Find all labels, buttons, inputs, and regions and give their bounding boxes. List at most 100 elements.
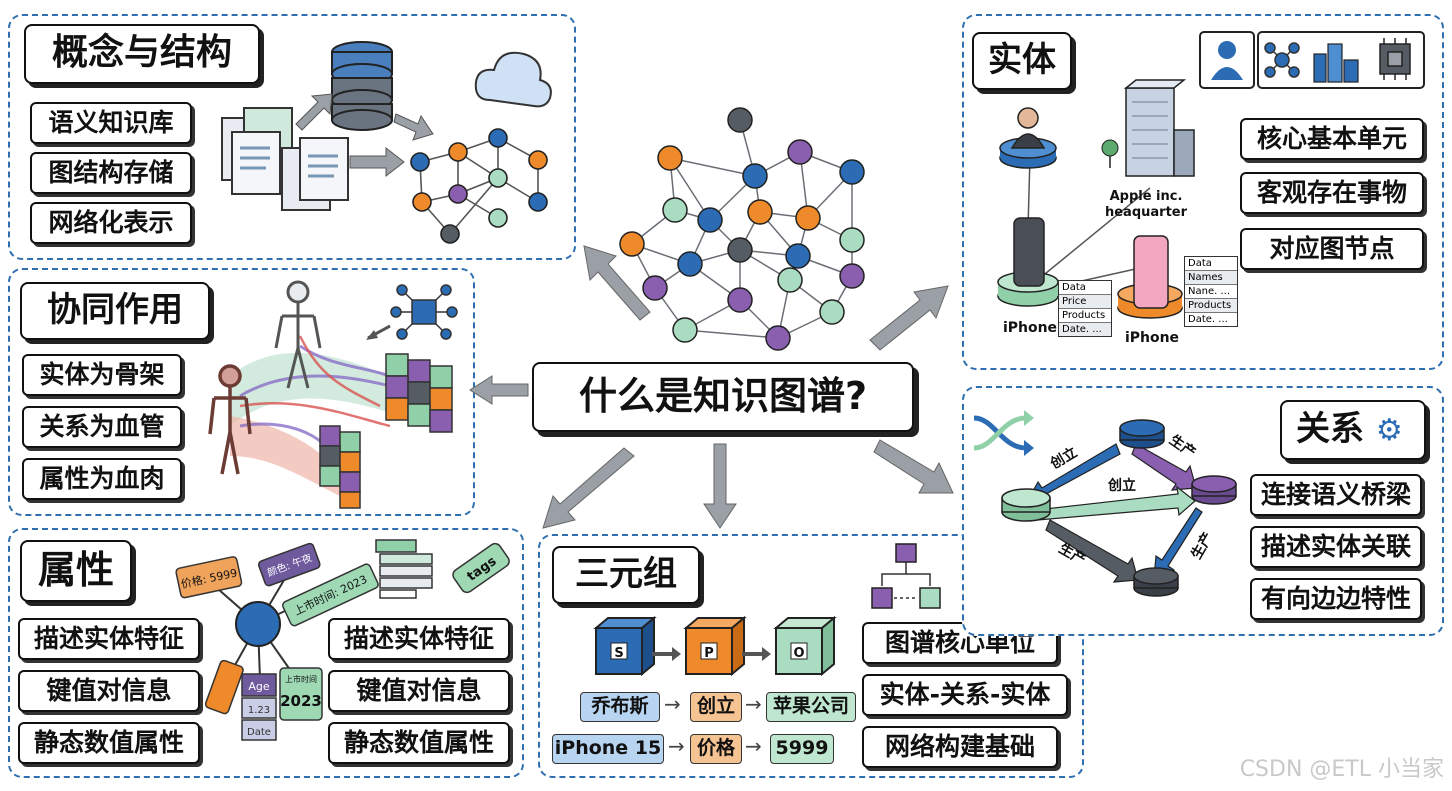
date-label: Date [247, 727, 271, 738]
relation-title: 关系 ⚙ [1280, 400, 1426, 460]
attribute-illustration: 价格: 5999 颜色: 午夜 上市时间: 2023 tags Age 1.23… [175, 539, 510, 741]
graph-node [747, 199, 773, 225]
database-icon [331, 41, 393, 131]
triple-tag-3: 网络构建基础 [862, 726, 1058, 768]
graph-node [657, 145, 683, 171]
city-icon [1313, 43, 1359, 83]
relation-tag-3: 有向边边特性 [1250, 578, 1422, 620]
relation-illustration: 创立 生产 创立 生产 生产 [973, 410, 1237, 597]
spo-cubes: S P O [593, 615, 837, 677]
graph-edge [669, 157, 756, 177]
arrow-icon: → [664, 692, 681, 716]
network-icon [1264, 42, 1300, 78]
businessman-icon [1017, 107, 1039, 129]
entity-tag-3: 对应图节点 [1240, 228, 1424, 270]
watermark: CSDN @ETL 小当家 [1239, 757, 1444, 782]
triple-tag-2: 实体-关系-实体 [862, 674, 1068, 716]
graph-node [839, 159, 865, 185]
entity-table-1: Data Price Products Date. ... [1058, 280, 1112, 337]
chip-icon [1379, 38, 1411, 80]
phone-icon [1133, 235, 1169, 309]
graph-node [765, 325, 791, 351]
phone-icon [1013, 217, 1045, 287]
graph-node [785, 243, 811, 269]
attribute-title: 属性 [20, 540, 132, 602]
triple-row1-object: 苹果公司 [766, 692, 856, 722]
edge-label-2: 生产 [1166, 431, 1199, 461]
spo-p: P [704, 646, 714, 661]
attribute-left-tag-3: 静态数值属性 [18, 722, 200, 764]
year-small-label: 上市时间 [285, 674, 317, 684]
graph-node [642, 275, 668, 301]
spo-o: O [793, 646, 804, 661]
triple-row2-subject: iPhone 15 [552, 734, 664, 764]
graph-node [619, 231, 645, 257]
building-label-2: heaquarter [1105, 205, 1188, 220]
graph-node [787, 139, 813, 165]
graph-node [672, 317, 698, 343]
skeleton-icon [274, 280, 322, 389]
concept-tag-1: 语义知识库 [30, 102, 192, 144]
entity-illustration: Apple inc. heaquarter iPhone iPhone [997, 79, 1195, 346]
graph-node [697, 207, 723, 233]
triple-row2-object: 5999 [770, 734, 834, 764]
entity-tag-1: 核心基本单元 [1240, 118, 1424, 160]
main-title: 什么是知识图谱? [532, 362, 914, 432]
graph-node [727, 107, 753, 133]
mini-graph-icon [871, 543, 941, 609]
phone2-label: iPhone [1125, 330, 1179, 346]
concept-tag-3: 网络化表示 [30, 202, 192, 244]
graph-node [727, 237, 753, 263]
graph-node [795, 205, 821, 231]
arrow-icon: → [668, 734, 685, 758]
phone1-label: iPhone [1003, 320, 1057, 336]
list-icon [375, 539, 433, 599]
building-icon [1123, 79, 1195, 177]
synergy-title: 协同作用 [20, 282, 210, 340]
graph-node [662, 197, 688, 223]
age-label: Age [248, 680, 270, 693]
entity-tag-2: 客观存在事物 [1240, 172, 1424, 214]
entity-node [235, 601, 281, 647]
shuffle-icon [973, 415, 1027, 451]
triple-row1-subject: 乔布斯 [580, 692, 660, 722]
muscle-skeleton-icon [208, 364, 252, 475]
attribute-right-tag-1: 描述实体特征 [328, 618, 510, 660]
gear-icon: ⚙ [1375, 413, 1403, 448]
graph-node [677, 251, 703, 277]
entity-icon-strip [1199, 31, 1425, 89]
relation-tag-2: 描述实体关联 [1250, 526, 1422, 568]
relation-tag-1: 连接语义桥梁 [1250, 474, 1422, 516]
person-icon [1211, 41, 1243, 80]
synergy-tag-3: 属性为血肉 [22, 458, 182, 500]
graph-node [777, 267, 803, 293]
concept-tag-2: 图结构存储 [30, 152, 192, 194]
entity-title: 实体 [972, 32, 1072, 90]
arrow-icon: → [745, 734, 762, 758]
attribute-right-tag-3: 静态数值属性 [328, 722, 510, 764]
graph-node [742, 163, 768, 189]
concept-illustration [221, 41, 552, 244]
year-label: 2023 [280, 692, 322, 710]
attribute-right-tag-2: 键值对信息 [328, 670, 510, 712]
chip-icon [390, 284, 458, 340]
attribute-left-tag-1: 描述实体特征 [18, 618, 200, 660]
spo-s: S [614, 646, 623, 661]
synergy-tag-1: 实体为骨架 [22, 354, 182, 396]
cloud-icon [474, 51, 552, 108]
concept-title: 概念与结构 [24, 24, 260, 84]
building-label-1: Apple inc. [1110, 189, 1183, 204]
attribute-left-tag-2: 键值对信息 [18, 670, 200, 712]
num-label: 1.23 [248, 705, 270, 716]
graph-node [819, 299, 845, 325]
edge-label-3: 创立 [1107, 477, 1136, 494]
triple-row1-predicate: 创立 [690, 692, 742, 722]
graph-node [839, 263, 865, 289]
arrow-icon: → [745, 692, 762, 716]
entity-table-2: Data Names Nane. ... Products Date. ... [1184, 256, 1238, 327]
synergy-tag-2: 关系为血管 [22, 406, 182, 448]
edge-label-5: 生产 [1188, 529, 1217, 562]
graph-node [839, 227, 865, 253]
graph-node [727, 287, 753, 313]
synergy-illustration [208, 280, 458, 509]
